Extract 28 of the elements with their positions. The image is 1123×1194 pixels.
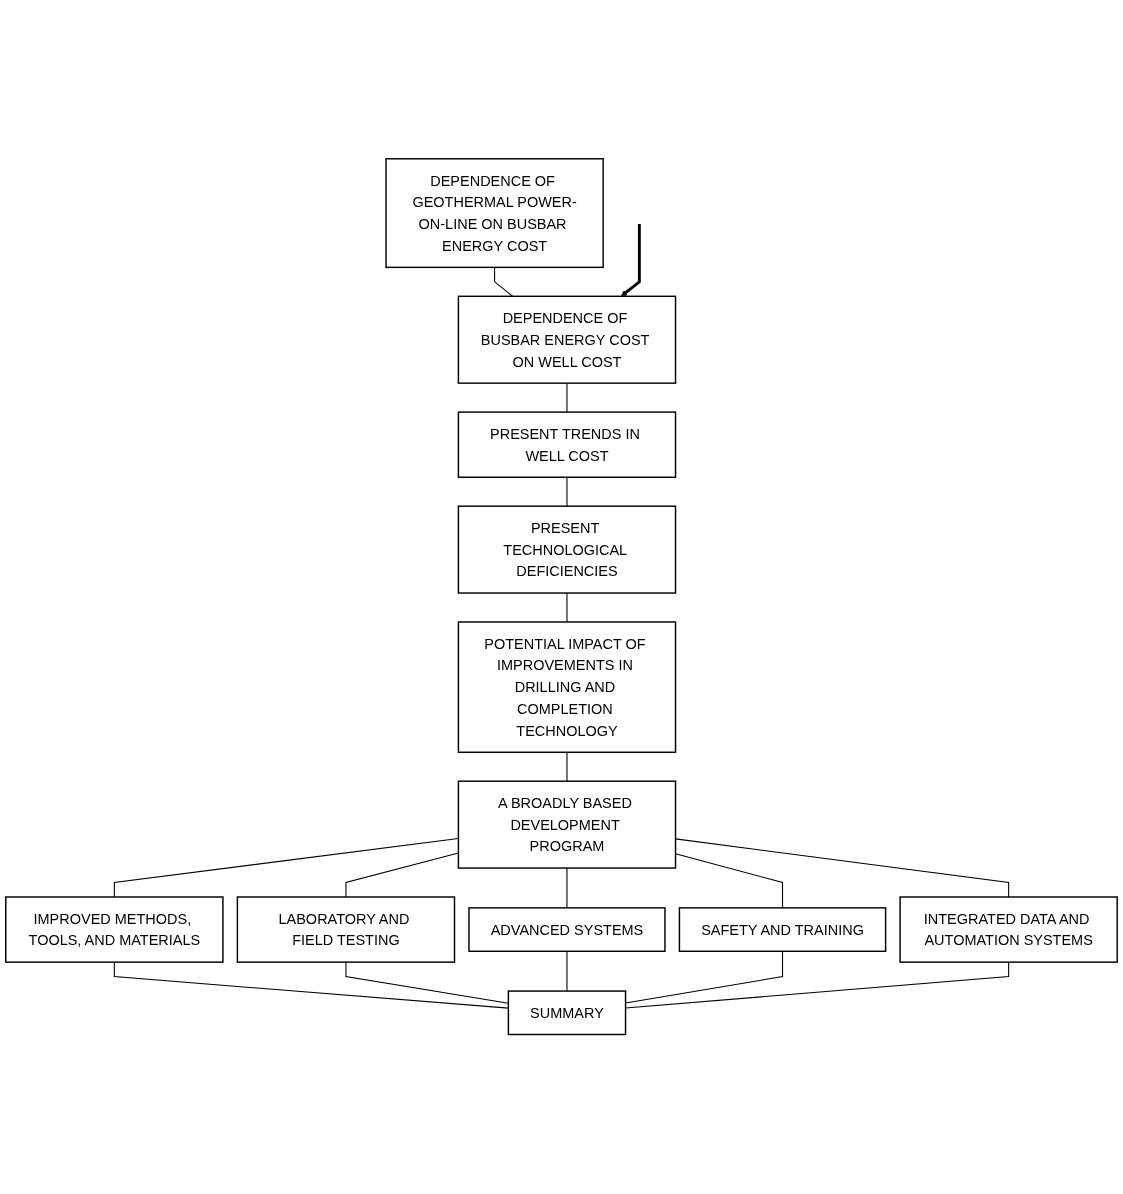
connector xyxy=(566,477,568,508)
node-box: DEPENDENCE OF BUSBAR ENERGY COST ON WELL COST xyxy=(457,295,677,385)
connector xyxy=(113,961,509,1009)
node-box: DEPENDENCE OF GEOTHERMAL POWER-ON-LINE ON BUSBAR ENERGY COST xyxy=(385,158,604,269)
connector xyxy=(345,852,459,898)
node-box: ADVANCED SYSTEMS xyxy=(468,907,666,953)
connector xyxy=(566,382,568,413)
connector xyxy=(566,592,568,623)
node-box: IMPROVED METHODS, TOOLS, AND MATERIALS xyxy=(5,896,224,964)
connector xyxy=(675,853,784,909)
node-box: SUMMARY xyxy=(507,990,627,1036)
connector xyxy=(625,951,784,1004)
node-box: POTENTIAL IMPACT OF IMPROVEMENTS IN DRILLING AND COMPLETION TECHNOLOGY xyxy=(457,621,677,754)
node-box: SAFETY AND TRAINING xyxy=(678,907,887,953)
connector xyxy=(566,867,568,909)
node-box: INTEGRATED DATA AND AUTOMATION SYSTEMS xyxy=(899,896,1118,964)
connector xyxy=(566,951,568,992)
connector xyxy=(566,752,568,783)
node-box: PRESENT TECHNOLOGICAL DEFICIENCIES xyxy=(457,505,677,595)
arrow xyxy=(620,224,641,297)
node-box: A BROADLY BASED DEVELOPMENT PROGRAM xyxy=(457,780,677,870)
connector xyxy=(494,267,514,298)
connector xyxy=(345,961,509,1005)
node-box: LABORATORY AND FIELD TESTING xyxy=(236,896,456,964)
connector xyxy=(113,838,459,898)
connector xyxy=(675,838,1010,898)
node-box: PRESENT TRENDS IN WELL COST xyxy=(457,411,677,479)
connector xyxy=(625,961,1010,1009)
